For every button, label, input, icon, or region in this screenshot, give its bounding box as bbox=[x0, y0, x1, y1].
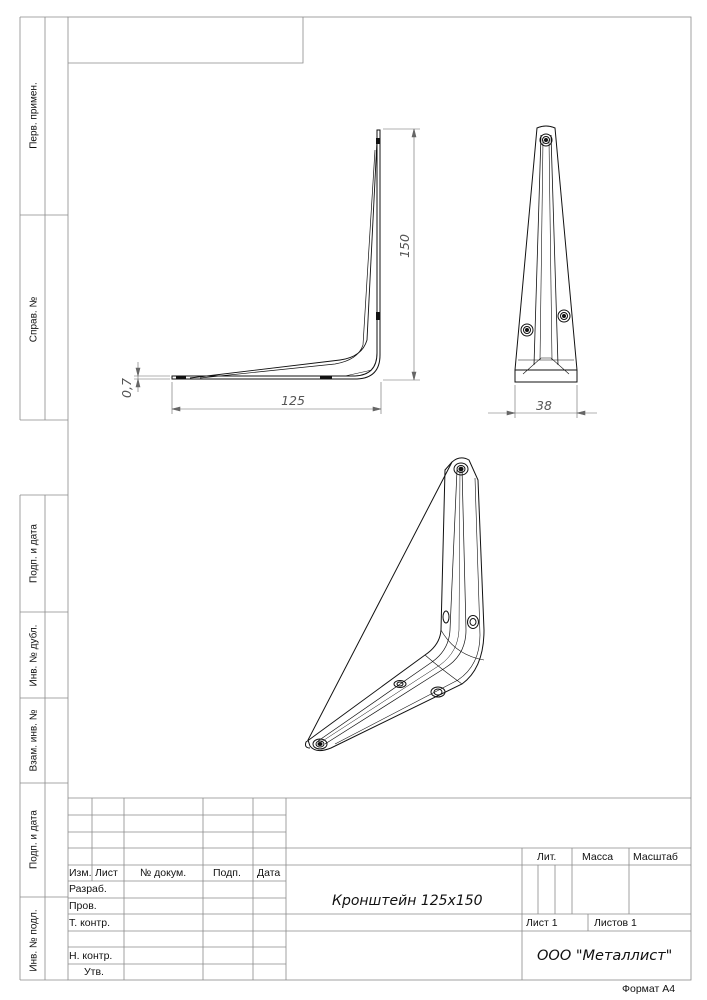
side-dimensions bbox=[488, 385, 597, 418]
label-perv-primen: Перв. примен. bbox=[28, 82, 40, 149]
label-inv-podl: Инв. № подл. bbox=[28, 909, 40, 972]
format-label: Формат А4 bbox=[622, 983, 676, 995]
tb-izm: Изм. bbox=[69, 867, 92, 879]
tb-t-kontr: Т. контр. bbox=[69, 917, 111, 929]
tb-lit: Лит. bbox=[537, 851, 557, 863]
tb-data: Дата bbox=[257, 867, 281, 879]
isometric-view bbox=[305, 457, 485, 752]
side-view bbox=[514, 125, 578, 383]
front-dimensions bbox=[134, 128, 420, 414]
title-block-grid bbox=[68, 797, 691, 980]
drawing-title: Кронштейн 125х150 bbox=[332, 893, 483, 909]
dim-width: 38 bbox=[536, 398, 552, 413]
label-podp-data-1: Подп. и дата bbox=[28, 524, 40, 583]
label-vzam-inv: Взам. инв. № bbox=[28, 709, 40, 772]
dim-thickness: 0,7 bbox=[119, 378, 134, 398]
tb-razrab: Разраб. bbox=[69, 883, 107, 895]
inner-frame bbox=[67, 16, 692, 981]
dim-height: 150 bbox=[397, 234, 412, 258]
dim-length: 125 bbox=[281, 393, 305, 408]
label-podp-data-2: Подп. и дата bbox=[28, 810, 40, 869]
tb-no-dokum: № докум. bbox=[140, 867, 187, 879]
tb-masshtab: Масштаб bbox=[633, 851, 678, 863]
tb-n-kontr: Н. контр. bbox=[69, 950, 113, 962]
label-sprav-no: Справ. № bbox=[28, 296, 40, 343]
tb-list: Лист bbox=[95, 867, 118, 879]
top-left-box bbox=[68, 17, 304, 64]
tb-prov: Пров. bbox=[69, 900, 97, 912]
tb-sheet: Лист 1 bbox=[526, 917, 558, 929]
company-name: ООО "Металлист" bbox=[537, 948, 673, 964]
tb-podp: Подп. bbox=[213, 867, 241, 879]
tb-sheets: Листов 1 bbox=[594, 917, 637, 929]
tb-utv: Утв. bbox=[84, 966, 104, 978]
front-view bbox=[171, 129, 381, 380]
tb-massa: Масса bbox=[582, 851, 614, 863]
